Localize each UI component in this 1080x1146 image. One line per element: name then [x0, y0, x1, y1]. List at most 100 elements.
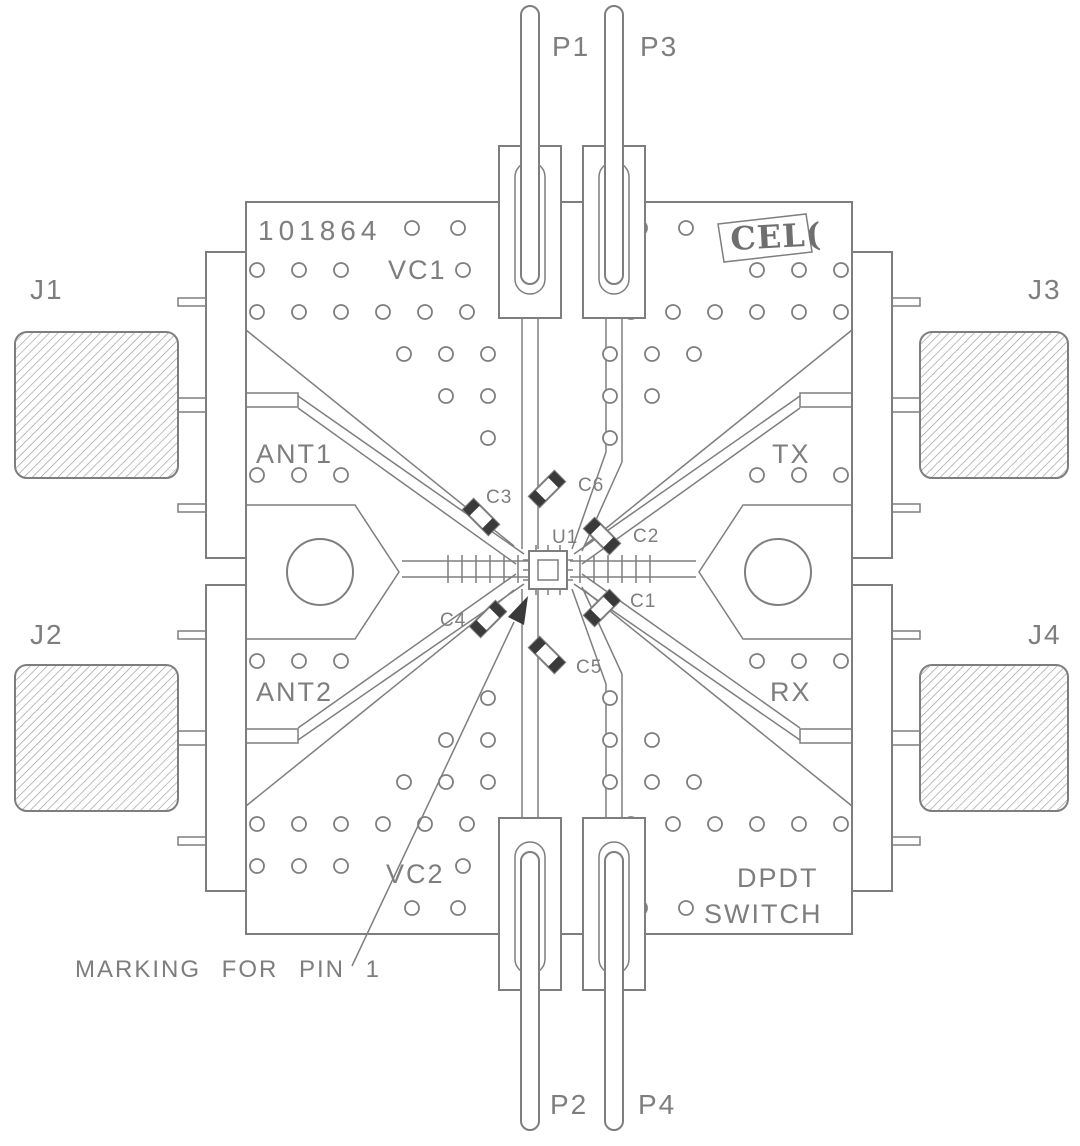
component-label-u1: U1 [552, 527, 578, 548]
via-hole [396, 774, 412, 790]
component-label-c3: C3 [486, 487, 512, 508]
connector-label-j2: J2 [30, 619, 64, 650]
component-label-c4: C4 [440, 610, 466, 631]
via-hole [602, 732, 618, 748]
sma-connector-j3 [851, 251, 1069, 559]
via-hole [291, 262, 307, 278]
via-hole [791, 304, 807, 320]
via-hole [833, 653, 849, 669]
via-hole [791, 467, 807, 483]
via-hole [678, 220, 694, 236]
connector-center-pin [891, 730, 921, 746]
device-label-line1: DPDT [737, 863, 819, 893]
via-hole [417, 304, 433, 320]
via-hole [333, 262, 349, 278]
arrowhead-icon [508, 596, 528, 625]
via-hole [665, 304, 681, 320]
via-hole [749, 467, 765, 483]
connector-prong [891, 297, 921, 307]
connector-flange [851, 584, 893, 892]
via-hole [644, 388, 660, 404]
connector-prong [891, 630, 921, 640]
via-hole [333, 858, 349, 874]
capacitor-c5 [527, 635, 567, 675]
via-hole [333, 304, 349, 320]
logo-banner [717, 213, 813, 263]
via-field [249, 220, 849, 916]
ground-boundary-tr [583, 329, 853, 547]
connector-flange [851, 251, 893, 559]
mounting-hole-right [744, 538, 812, 606]
component-label-c5: C5 [576, 657, 602, 678]
pad-label-ant1: ANT1 [256, 439, 333, 469]
via-hole [791, 262, 807, 278]
via-hole [602, 430, 618, 446]
via-hole [396, 346, 412, 362]
via-hole [480, 732, 496, 748]
chip-inner [537, 559, 559, 581]
via-hole [417, 816, 433, 832]
sma-threaded-body [14, 331, 179, 479]
via-hole [450, 220, 466, 236]
device-label-line2: SWITCH [704, 899, 822, 929]
pin1-marking-label: MARKING FOR PIN 1 [75, 956, 381, 983]
connector-prong [891, 836, 921, 846]
sma-connector-j1 [14, 251, 247, 559]
connector-center-pin [177, 397, 207, 413]
via-hole [686, 346, 702, 362]
via-hole [480, 690, 496, 706]
via-hole [480, 346, 496, 362]
via-hole [333, 653, 349, 669]
via-hole [249, 653, 265, 669]
via-hole [455, 262, 471, 278]
via-hole [791, 653, 807, 669]
sma-connector-j4 [851, 584, 1069, 892]
chip-u1 [523, 545, 573, 595]
connector-prong [177, 630, 207, 640]
connector-prong [177, 836, 207, 846]
connector-flange [205, 251, 247, 559]
header-pin-p1 [498, 5, 562, 319]
via-hole [404, 220, 420, 236]
connector-prong [177, 503, 207, 513]
connector-label-j1: J1 [30, 274, 64, 305]
sma-connector-j2 [14, 584, 247, 892]
pin [520, 5, 540, 285]
via-hole [291, 304, 307, 320]
connector-label-j4: J4 [1028, 619, 1062, 650]
via-hole [480, 430, 496, 446]
connector-prong [177, 297, 207, 307]
leader-line [351, 621, 515, 967]
capacitor-c1 [582, 588, 622, 628]
connector-prong [891, 503, 921, 513]
via-hole [791, 816, 807, 832]
component-label-c2: C2 [633, 526, 659, 547]
cel-logo: CEL( [717, 213, 823, 263]
via-hole [438, 346, 454, 362]
labels: 101864 VC1 ANT1 ANT2 VC2 TX RX DPDT SWIT… [30, 31, 1062, 1120]
via-hole [291, 467, 307, 483]
chip-pins [523, 545, 573, 595]
via-hole [459, 304, 475, 320]
via-hole [749, 262, 765, 278]
via-hole [480, 388, 496, 404]
capacitor-c3 [461, 497, 501, 537]
via-hole [291, 653, 307, 669]
via-hole [833, 816, 849, 832]
via-hole [678, 900, 694, 916]
pin1-marking-arrow [351, 596, 528, 967]
via-hole [438, 732, 454, 748]
pad-label-vc2: VC2 [386, 859, 445, 889]
via-hole [404, 900, 420, 916]
pin-label-p2: P2 [550, 1089, 588, 1120]
component-label-c6: C6 [578, 475, 604, 496]
via-hole [707, 816, 723, 832]
via-hole [833, 304, 849, 320]
pin [520, 851, 540, 1131]
via-hole [249, 304, 265, 320]
via-hole [333, 467, 349, 483]
via-hole [291, 858, 307, 874]
via-hole [833, 467, 849, 483]
sma-threaded-body [919, 331, 1069, 479]
capacitor-c6 [527, 469, 567, 509]
